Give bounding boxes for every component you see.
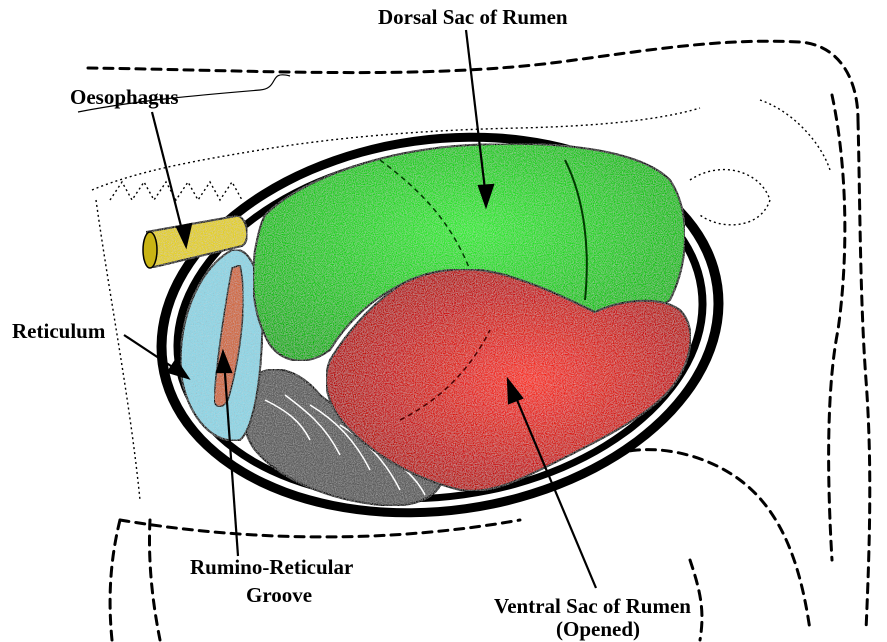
rear-leg-inner [829,95,845,560]
label-groove-line1: Rumino-Reticular [190,555,353,579]
shoulder-blade [96,200,140,500]
vertebra-bumps [110,182,242,200]
front-leg-outline [110,520,120,640]
oesophagus-pointer [152,112,184,238]
label-ventral-sac-line1: Ventral Sac of Rumen [494,594,691,618]
label-groove-line2: Groove [246,583,312,607]
label-dorsal-sac: Dorsal Sac of Rumen [378,5,568,29]
label-reticulum: Reticulum [12,319,106,343]
oesophagus-end [143,232,157,268]
label-ventral-sac-line2: (Opened) [556,617,640,641]
hip-bone [760,100,830,170]
front-leg-inner [149,520,160,640]
label-oesophagus: Oesophagus [70,85,179,109]
flank-line [690,560,702,640]
pelvis [690,170,770,225]
belly-line [120,520,520,537]
rear-leg-outline [858,120,870,630]
